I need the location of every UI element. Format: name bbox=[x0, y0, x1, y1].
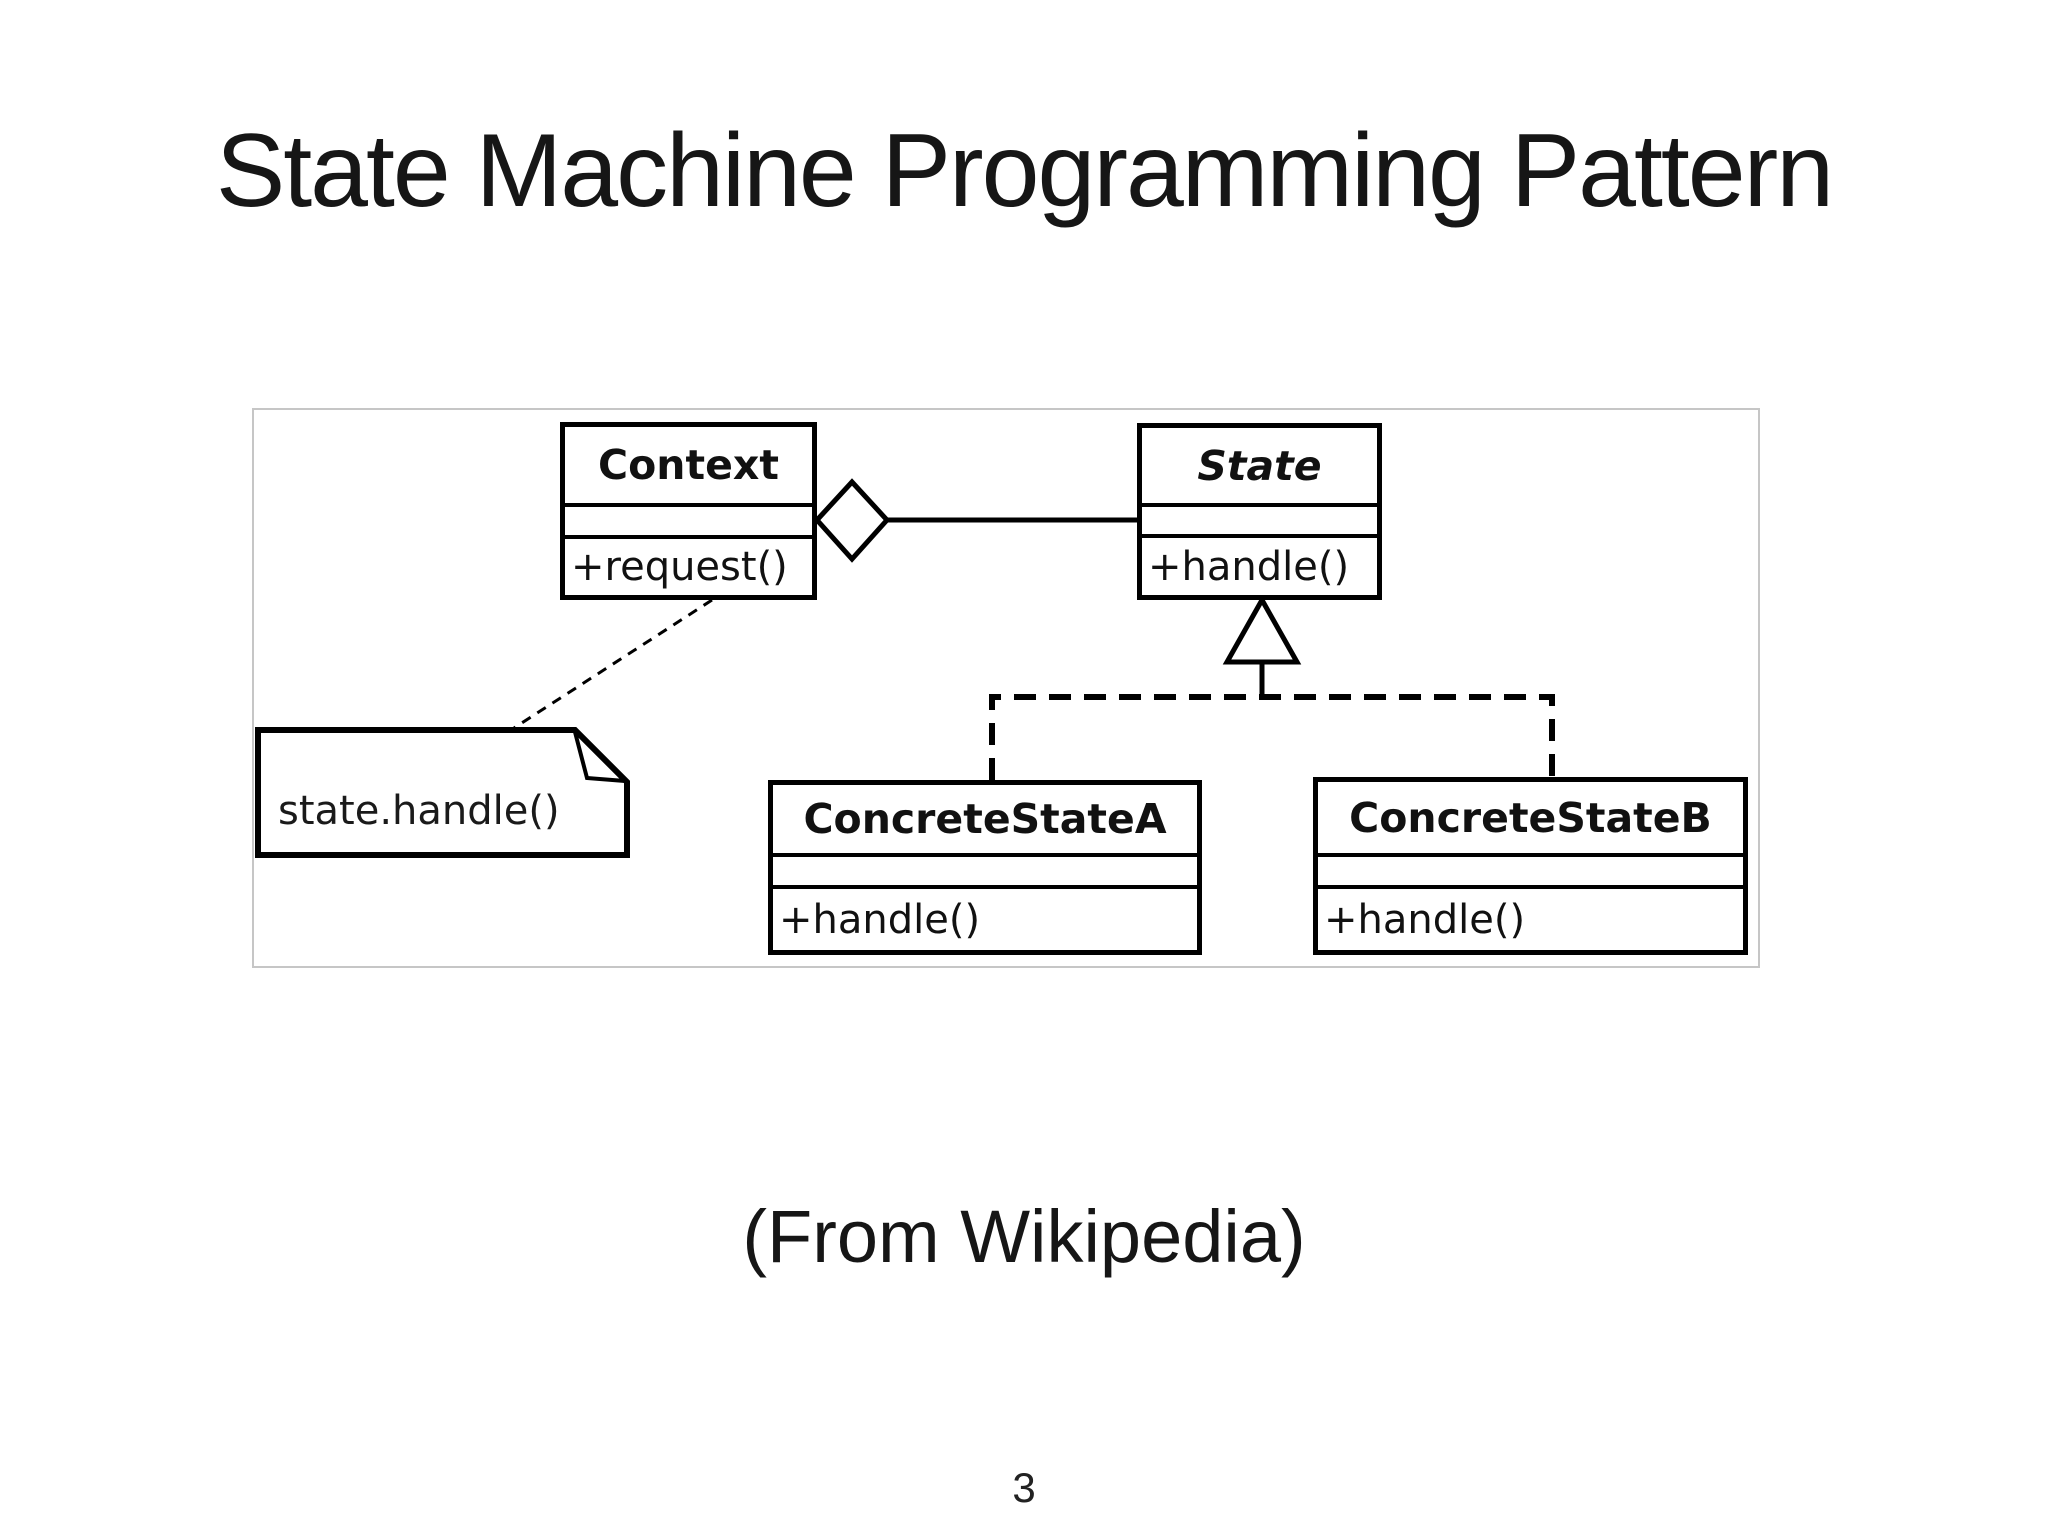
class-method: +handle() bbox=[1324, 896, 1526, 943]
inheritance-dashed-connector bbox=[989, 694, 1555, 780]
slide-title: State Machine Programming Pattern bbox=[215, 113, 1834, 229]
source-caption: (From Wikipedia) bbox=[742, 1195, 1306, 1278]
class-name: State bbox=[1142, 428, 1377, 507]
uml-connectors bbox=[255, 478, 1555, 858]
note-anchor-dashed-line bbox=[513, 598, 713, 730]
diagram-frame: Context +request() State +handle() Concr… bbox=[252, 408, 1760, 968]
aggregation-diamond-icon bbox=[813, 478, 891, 563]
note-text: state.handle() bbox=[278, 788, 560, 834]
class-method: +handle() bbox=[779, 896, 981, 943]
class-name: ConcreteStateB bbox=[1318, 782, 1743, 857]
class-attributes bbox=[1318, 857, 1743, 889]
class-attributes bbox=[1142, 507, 1377, 538]
class-box-state: State +handle() bbox=[1137, 423, 1382, 600]
inheritance-triangle-icon bbox=[1222, 594, 1302, 665]
class-attributes bbox=[773, 857, 1197, 889]
class-name: ConcreteStateA bbox=[773, 785, 1197, 857]
class-method: +request() bbox=[571, 544, 788, 590]
class-method: +handle() bbox=[1148, 543, 1350, 590]
page-number: 3 bbox=[1012, 1464, 1036, 1511]
note-fold-icon bbox=[573, 731, 626, 783]
class-attributes bbox=[565, 507, 812, 539]
class-box-concrete-state-a: ConcreteStateA +handle() bbox=[768, 780, 1202, 955]
class-box-concrete-state-b: ConcreteStateB +handle() bbox=[1313, 777, 1748, 955]
note-shape bbox=[255, 727, 630, 858]
class-box-context: Context +request() bbox=[560, 422, 817, 600]
class-name: Context bbox=[565, 427, 812, 507]
